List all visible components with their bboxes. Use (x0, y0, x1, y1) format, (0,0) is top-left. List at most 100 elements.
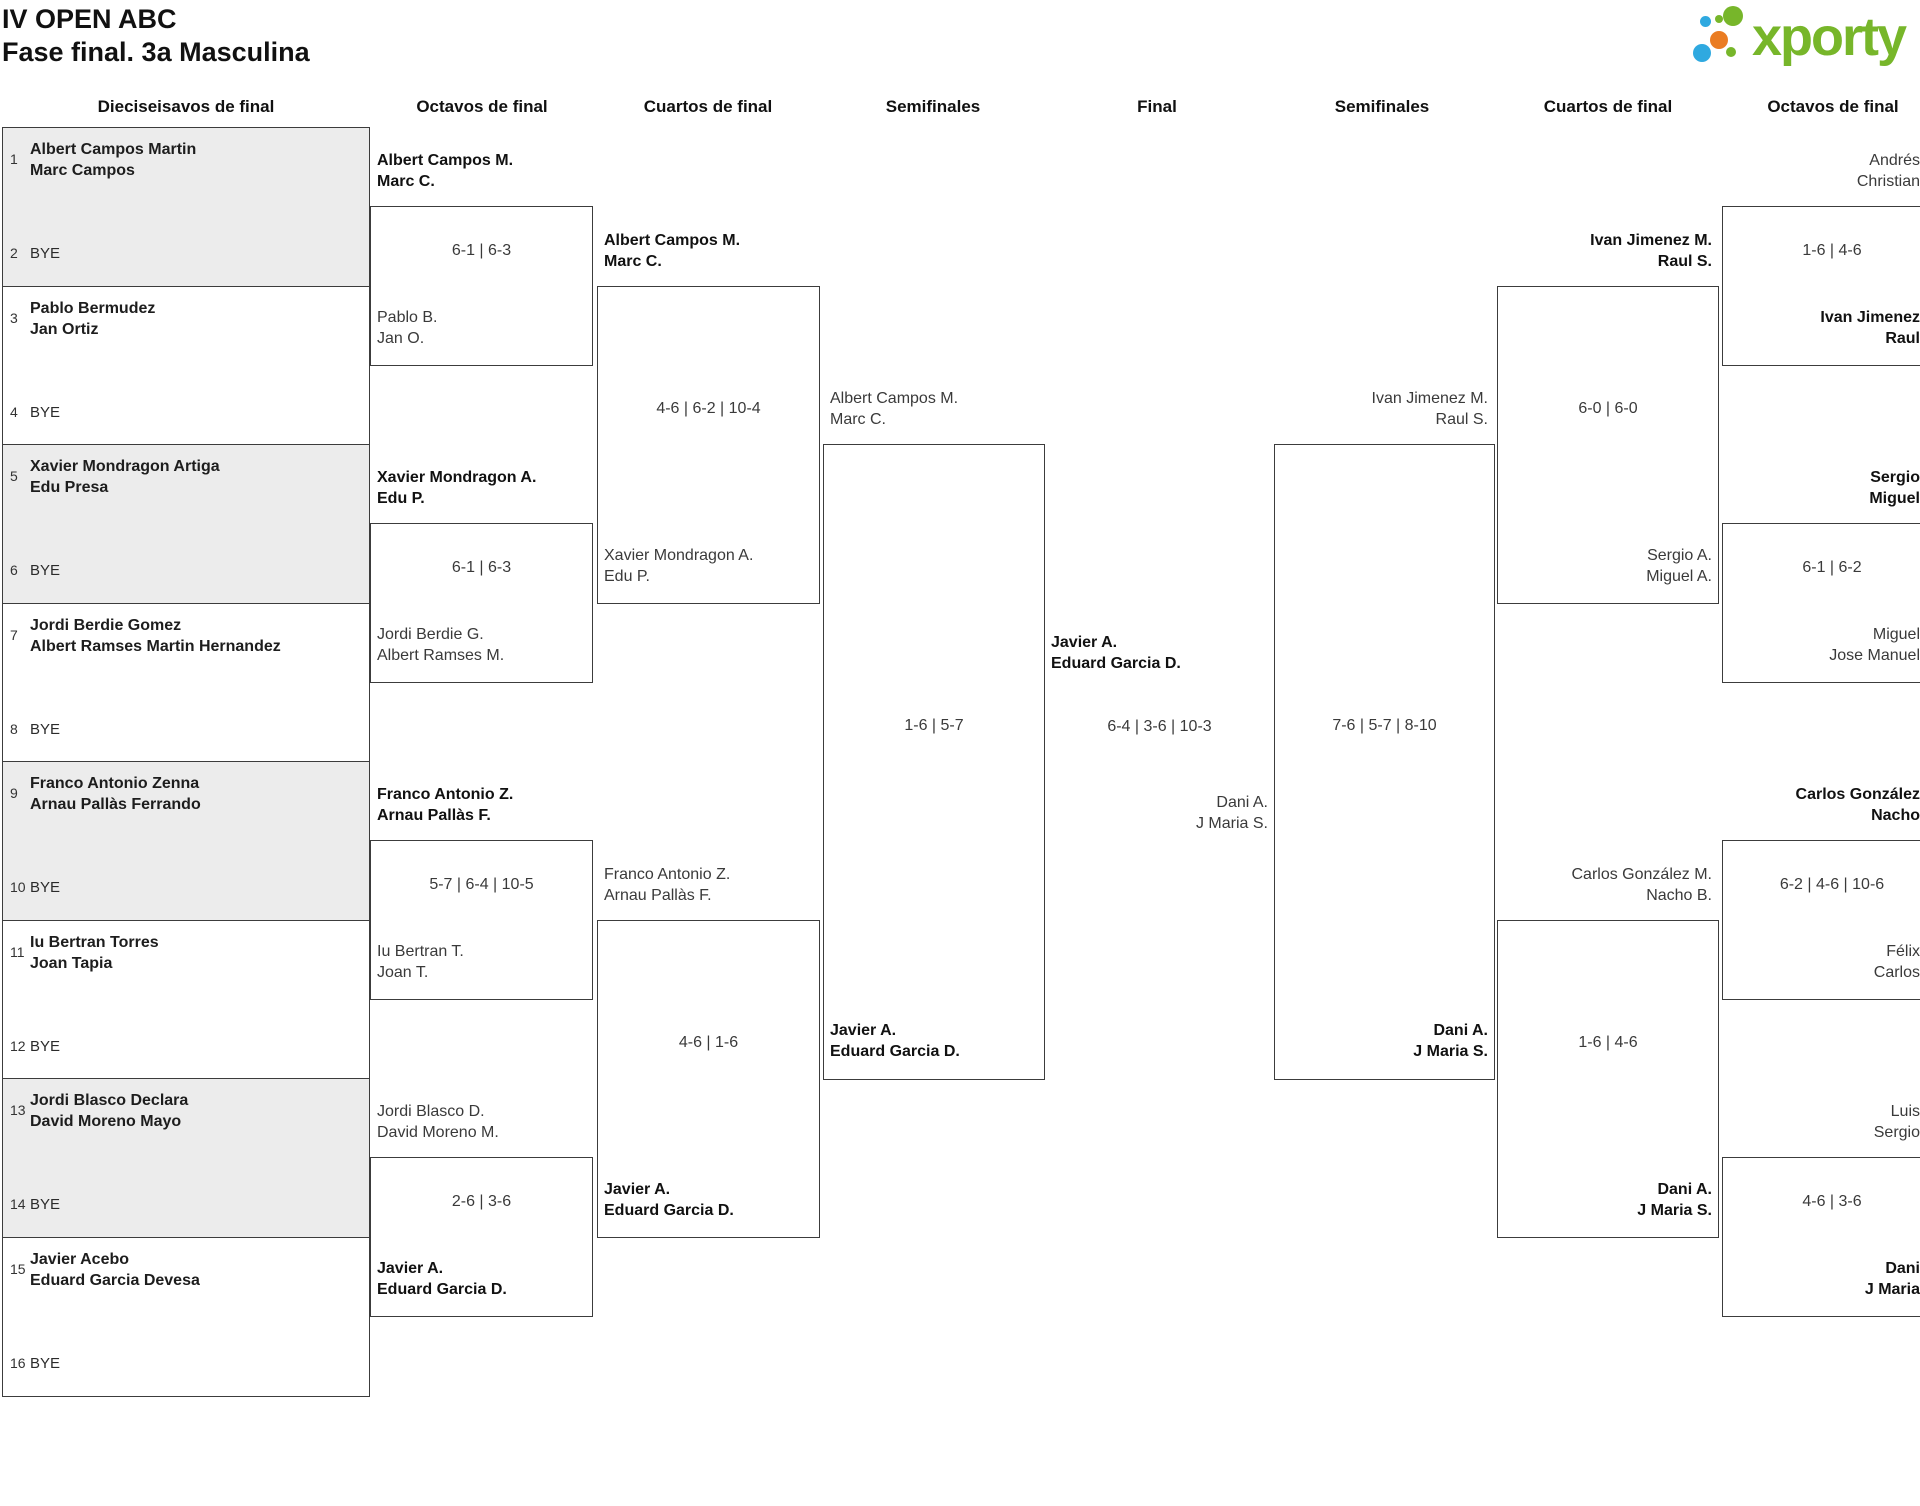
r32-pair-box (2, 127, 370, 287)
player-name: Sergio (1870, 469, 1920, 487)
player-name: Sergio (1873, 1124, 1920, 1142)
player-name: Félix (1886, 942, 1920, 960)
match-box (823, 444, 1045, 1080)
player-name: Edu Presa (30, 479, 109, 496)
r32-pair-box (2, 1236, 370, 1397)
player-name: Raul (1885, 329, 1920, 347)
seed-number: 14 (10, 1196, 26, 1212)
team-bottom: Xavier Mondragon A. Edu P. (604, 545, 904, 587)
team-bottom: Iu Bertran T.Joan T. (377, 941, 677, 983)
round-header: Semifinales (885, 97, 981, 116)
logo-dot-green-small-bottom (1726, 47, 1736, 57)
match-box (1722, 523, 1920, 684)
player-name: Miguel A. (1646, 567, 1712, 585)
player-name: Marc C. (604, 252, 662, 270)
match-box (1722, 206, 1920, 367)
player-name: J Maria S. (1637, 1201, 1712, 1219)
player-name: Jose Manuel (1829, 646, 1920, 664)
logo-dot-orange (1710, 31, 1728, 49)
player-name: Ivan Jimenez M. (1371, 390, 1488, 407)
team-top: Franco Antonio Z.Arnau Pallàs F. (377, 784, 677, 826)
match-box (1497, 285, 1719, 604)
player-name: Miguel (1872, 625, 1920, 643)
seed-number: 13 (10, 1102, 26, 1118)
team-top: Xavier Mondragon A.Edu P. (377, 467, 677, 509)
player-name: Eduard Garcia D. (830, 1043, 960, 1060)
seed-number: 7 (10, 626, 18, 643)
player-name: Albert Ramses M. (377, 646, 505, 664)
seed-number: 8 (10, 720, 18, 737)
match-box (370, 523, 593, 684)
bye-label: BYE (30, 879, 61, 896)
player-name: Raul S. (1657, 252, 1712, 270)
match-score: 6-2 | 4-6 | 10-6 (1779, 875, 1885, 893)
r32-pair-box (2, 919, 370, 1080)
seed-number: 4 (10, 403, 18, 420)
match-score: 6-1 | 6-3 (451, 558, 512, 576)
xporty-logo[interactable]: xporty (1690, 2, 1918, 66)
player-name: Albert Campos M. (604, 231, 741, 249)
player-name: Jordi Blasco D. (377, 1103, 485, 1121)
logo-dot-blue-small (1700, 16, 1711, 27)
player-name: Andrés (1869, 152, 1920, 170)
round-header: Dieciseisavos de final (97, 97, 275, 116)
player-name: Carlos González (1795, 786, 1920, 804)
team-bottom: Dani A.J Maria S. (1412, 1179, 1712, 1221)
match-score: 4-6 | 6-2 | 10-4 (656, 400, 761, 417)
team-bottom: Javier A.Eduard Garcia D. (604, 1179, 904, 1221)
match-box (597, 285, 820, 604)
player-name: Jan O. (377, 329, 425, 347)
match-box (370, 1157, 593, 1318)
seed-number: 12 (10, 1037, 26, 1054)
match-box (1274, 444, 1495, 1080)
r32-pair-box (2, 285, 370, 446)
r32-pair-box (2, 444, 370, 604)
seed-number: 5 (10, 468, 18, 484)
player-name: Xavier Mondragon Artiga (30, 458, 220, 475)
match-score: 6-0 | 6-0 (1578, 400, 1638, 417)
player-name: Dani A. (1216, 794, 1268, 811)
player-name: Xavier Mondragon A. (604, 546, 754, 564)
player-name: Miguel (1869, 490, 1920, 508)
player-name: Jordi Berdie Gomez (30, 616, 182, 634)
match-box (370, 840, 593, 1001)
bye-label: BYE (30, 1354, 61, 1372)
page-subtitle: Fase final. 3a Masculina (2, 37, 310, 67)
seed-number: 3 (10, 309, 18, 326)
player-name: Ivan Jimenez M. (1590, 231, 1712, 249)
team-bottom: Javier A.Eduard Garcia D. (377, 1258, 677, 1300)
match-box (1722, 840, 1920, 1001)
r32-pair-box (2, 761, 370, 921)
match-box (1722, 1157, 1920, 1318)
player-name: Arnau Pallàs Ferrando (30, 796, 201, 813)
player-name: David Moreno M. (377, 1124, 499, 1142)
player-name: Nacho (1871, 807, 1920, 825)
round-header: Octavos de final (1767, 97, 1899, 116)
team-top: Albert Campos M.Marc C. (377, 150, 677, 192)
player-name: Joan T. (377, 963, 429, 981)
final-score: 6-4 | 3-6 | 10-3 (1107, 718, 1212, 735)
team-top: Ivan Jimenez M. Raul S. (1412, 230, 1712, 272)
match-score: 1-6 | 5-7 (904, 717, 964, 734)
player-name: Edu P. (604, 567, 650, 585)
team-top: Albert Campos M.Marc C. (830, 388, 1130, 430)
bye-label: BYE (30, 245, 61, 262)
round-header: Final (1137, 97, 1177, 116)
player-name: Raul S. (1435, 411, 1488, 428)
player-name: Eduard Garcia Devesa (30, 1271, 200, 1289)
match-score: 2-6 | 3-6 (451, 1192, 512, 1210)
player-name: Pablo Bermudez (30, 299, 156, 317)
